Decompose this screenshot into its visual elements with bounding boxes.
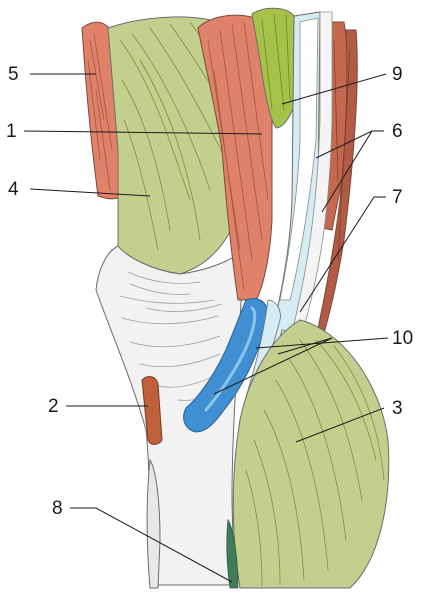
callout-7: 7 (392, 187, 403, 208)
callout-9: 9 (392, 64, 403, 85)
callout-5: 5 (8, 64, 19, 85)
callout-10: 10 (392, 328, 413, 349)
tibia-region (96, 246, 244, 585)
callout-3: 3 (392, 398, 403, 419)
callout-8: 8 (52, 498, 63, 519)
callout-6: 6 (392, 121, 403, 142)
callout-1: 1 (6, 121, 17, 142)
callout-4: 4 (8, 179, 19, 200)
callout-2: 2 (48, 396, 59, 417)
